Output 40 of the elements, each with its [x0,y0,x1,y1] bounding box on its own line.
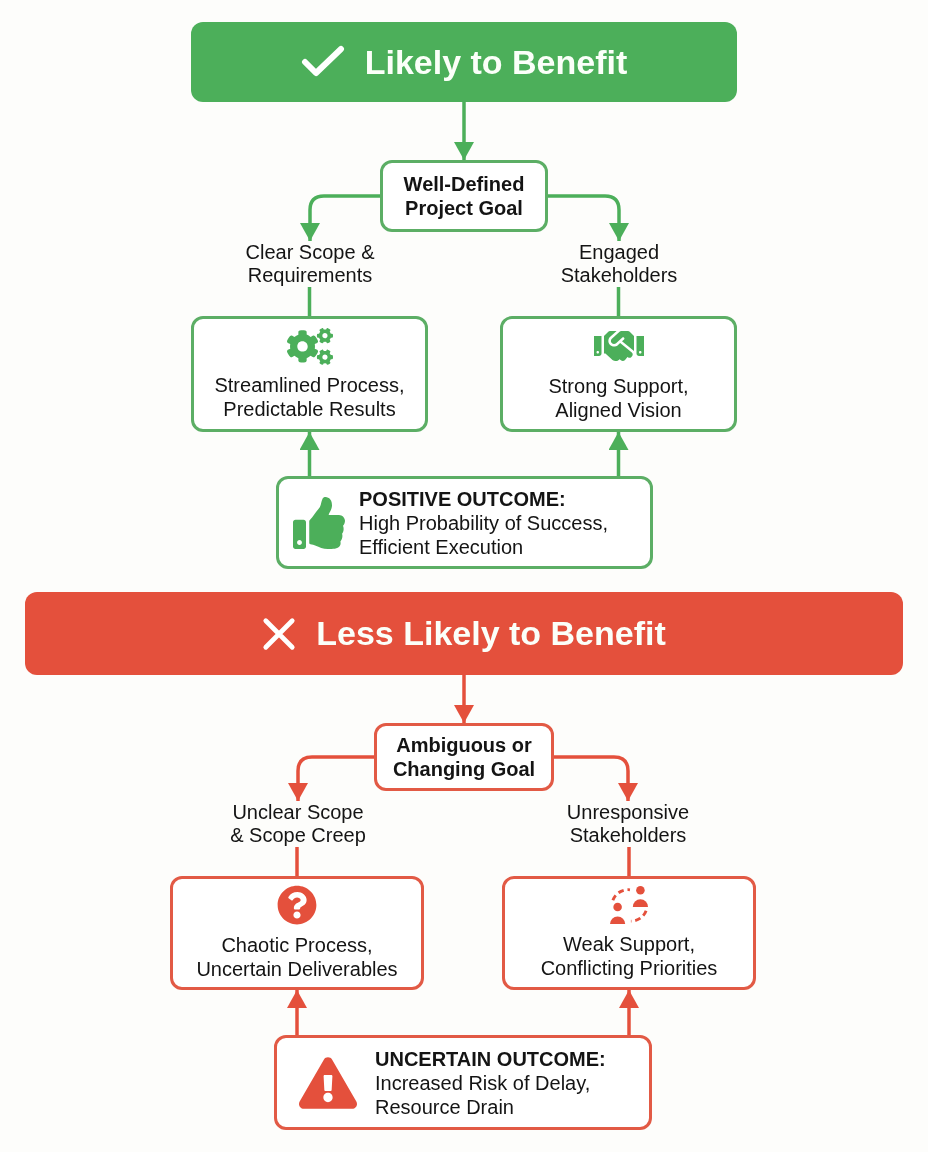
branch-label: Unclear Scope & Scope Creep [227,801,369,847]
arrow [299,432,320,476]
branch-label: Unresponsive Stakeholders [553,801,703,847]
arrow [454,102,474,160]
result-text: Streamlined Process, Predictable Results [213,372,406,421]
result-box [500,316,737,432]
arrow [287,990,307,1035]
outcome-heading: POSITIVE OUTCOME: [359,486,567,511]
goal-box [380,160,548,232]
arrow [608,432,629,476]
arrow [288,755,374,801]
arrow [554,755,638,801]
arrow [300,194,380,241]
result-box [191,316,428,432]
connector-line [616,287,621,316]
connector-line [295,847,299,876]
arrow [454,675,474,723]
result-text: Chaotic Process, Uncertain Deliverables [195,933,399,981]
result-text: Strong Support, Aligned Vision [547,374,690,422]
connector-line [627,847,631,876]
goal-text: Ambiguous or Changing Goal [391,733,537,781]
result-box [170,876,424,990]
outcome-box [276,476,653,569]
outcome-box [274,1035,652,1130]
header-title: Less Likely to Benefit [316,614,666,653]
result-box [502,876,756,990]
goal-box [374,723,554,791]
header-bar [191,22,737,102]
outcome-heading: UNCERTAIN OUTCOME: [375,1046,607,1071]
outcome-text: Increased Risk of Delay, Resource Drain [375,1070,592,1119]
result-text: Weak Support, Conflicting Priorities [539,932,719,980]
branch-label: Engaged Stakeholders [544,241,694,287]
header-bar [25,592,903,675]
goal-text: Well-Defined Project Goal [402,172,526,220]
arrow [548,194,629,241]
header-title: Likely to Benefit [364,42,628,82]
arrow [619,990,639,1035]
connector-line [307,287,312,316]
branch-label: Clear Scope & Requirements [235,241,385,287]
outcome-text: High Probability of Success, Efficient Execution [359,510,609,559]
